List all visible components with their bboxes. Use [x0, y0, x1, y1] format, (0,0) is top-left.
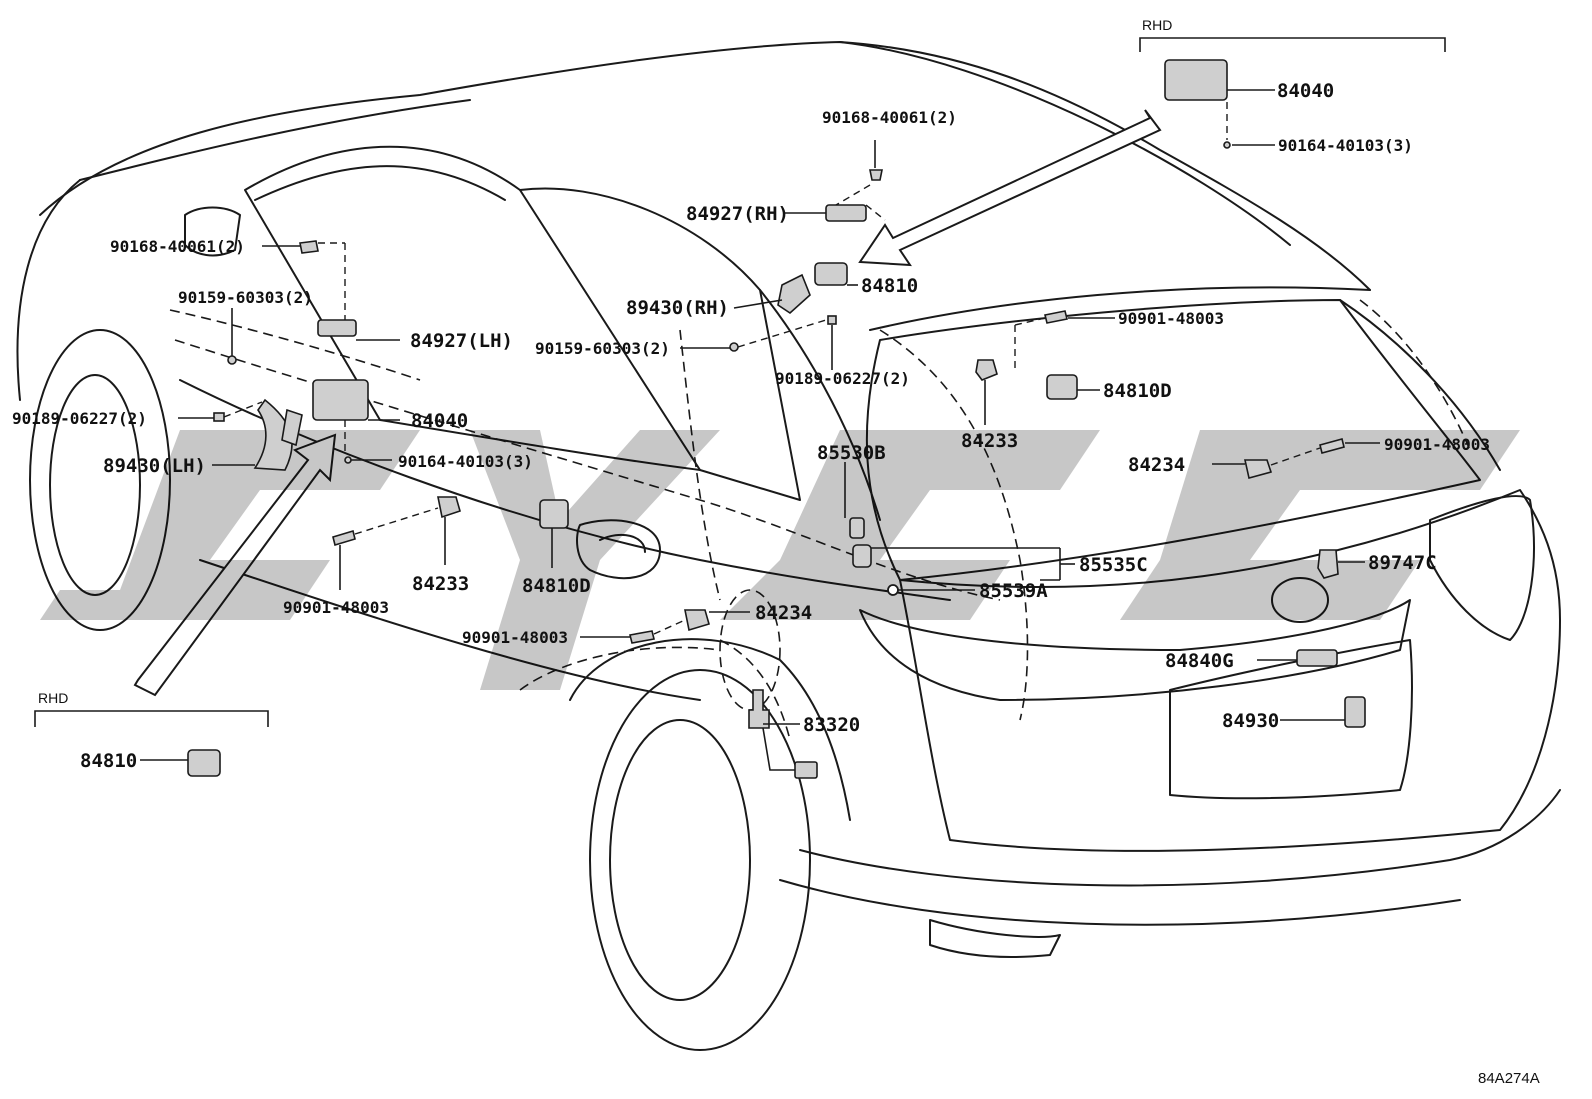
clip-90189-left [213, 412, 225, 422]
label-90901-rear: 90901-48003 [1118, 309, 1224, 328]
label-90901-side2: 90901-48003 [462, 628, 568, 647]
screw-90164-rhd [1223, 141, 1231, 149]
rhd-bracket-top [1139, 37, 1446, 52]
bolt-90168-top [869, 169, 883, 181]
label-84930: 84930 [1222, 710, 1279, 732]
figure-code: 84A274A [1478, 1070, 1540, 1087]
label-90189-mid: 90189-06227(2) [775, 369, 910, 388]
label-90901-side: 90901-48003 [283, 598, 389, 617]
direction-arrow-lower [133, 433, 337, 697]
part-83320 [748, 689, 770, 729]
part-labels: RHD RHD 84040 90164-40103(3) 90168-40061… [12, 17, 1540, 1087]
label-84233-rear: 84233 [961, 430, 1018, 452]
label-84810d-side: 84810D [522, 575, 591, 597]
part-84234-rear [1244, 459, 1273, 479]
label-83320: 83320 [803, 714, 860, 736]
rhd-label-bottom: RHD [38, 690, 68, 706]
part-84930 [1344, 696, 1366, 728]
label-85539a: 85539A [979, 580, 1048, 602]
screw-90159-mid [729, 342, 739, 352]
bolt-90901-side2 [629, 630, 655, 644]
label-90168-left: 90168-40061(2) [110, 237, 245, 256]
part-89430-lh [253, 398, 293, 471]
bolt-90901-side [332, 529, 356, 547]
label-90901-rear2: 90901-48003 [1384, 435, 1490, 454]
label-84234-rear: 84234 [1128, 454, 1185, 476]
part-89430-rh [777, 273, 811, 315]
label-89430-rh: 89430(RH) [626, 297, 729, 319]
part-84810d-rear [1046, 374, 1078, 400]
direction-arrow-upper [858, 109, 1162, 267]
label-84810-rhd: 84810 [80, 750, 137, 772]
label-90159-left: 90159-60303(2) [178, 288, 313, 307]
screw-90159-left [227, 355, 237, 365]
part-85535c [852, 544, 872, 568]
part-84040-left [312, 379, 369, 421]
label-89747c: 89747C [1368, 552, 1437, 574]
label-90164-left: 90164-40103(3) [398, 452, 533, 471]
bolt-90901-rear [1044, 310, 1068, 324]
label-84927-lh: 84927(LH) [410, 330, 513, 352]
bolt-90168-left [299, 240, 319, 254]
label-84234-side: 84234 [755, 602, 812, 624]
label-85530b: 85530B [817, 442, 886, 464]
label-90159-mid: 90159-60303(2) [535, 339, 670, 358]
label-84810d-rear: 84810D [1103, 380, 1172, 402]
part-84040-rhd [1164, 59, 1228, 101]
part-84234-side [684, 609, 710, 632]
label-90168-top: 90168-40061(2) [822, 108, 957, 127]
label-85535c: 85535C [1079, 554, 1148, 576]
part-84840g [1296, 649, 1338, 667]
label-90164-rhd: 90164-40103(3) [1278, 136, 1413, 155]
part-89747c [1317, 549, 1339, 579]
label-84927-rh: 84927(RH) [686, 203, 789, 225]
parts [187, 59, 1366, 779]
rhd-label-top: RHD [1142, 17, 1172, 33]
label-89430-lh: 89430(LH) [103, 455, 206, 477]
label-84233-side: 84233 [412, 573, 469, 595]
label-84040-rhd: 84040 [1277, 80, 1334, 102]
part-84233-side [437, 496, 461, 519]
label-84040-left: 84040 [411, 410, 468, 432]
clip-90189-mid [827, 315, 837, 325]
label-84840g: 84840G [1165, 650, 1234, 672]
screw-90164-left [344, 456, 352, 464]
part-84927-rh [825, 204, 867, 222]
part-85539a [887, 584, 899, 596]
label-84810-top: 84810 [861, 275, 918, 297]
part-84810-rhd [187, 749, 221, 777]
bolt-90901-rear2 [1319, 438, 1345, 454]
leader-lines [140, 89, 1380, 761]
part-84810-top [814, 262, 848, 286]
label-90189-left: 90189-06227(2) [12, 409, 147, 428]
rhd-bracket-bottom [34, 710, 269, 727]
part-84810d-side [539, 499, 569, 529]
part-85530b [849, 517, 865, 539]
watermark [40, 430, 1520, 690]
part-84927-lh [317, 319, 357, 337]
part-84233-rear [975, 359, 998, 381]
